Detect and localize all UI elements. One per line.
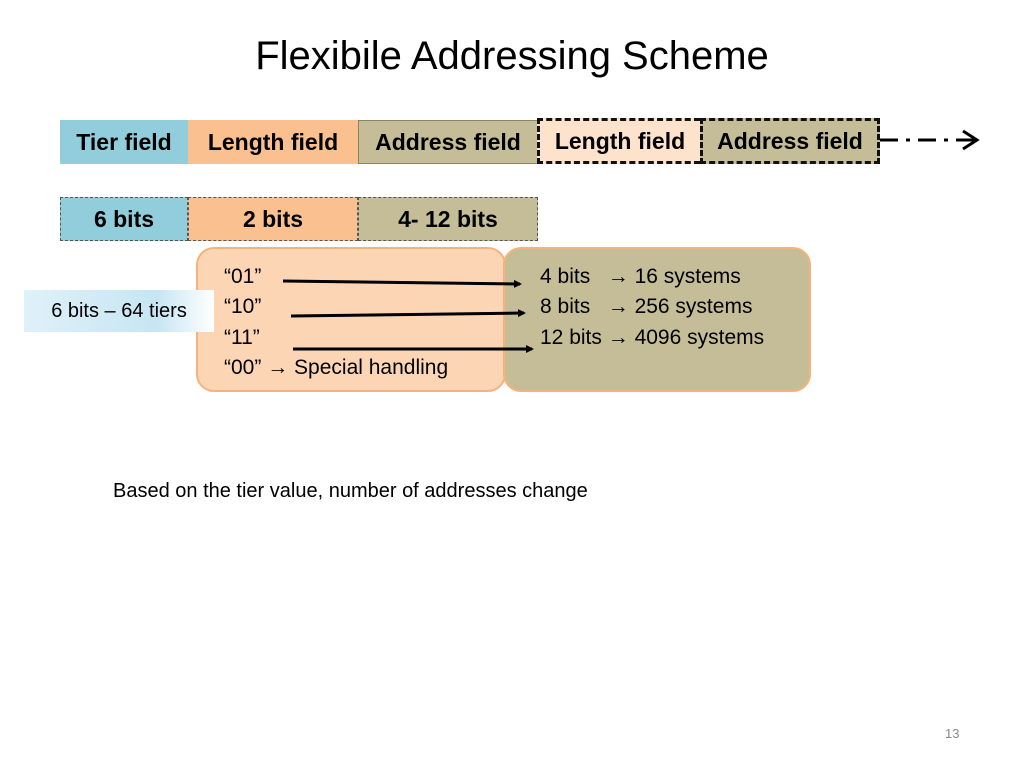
address-size-row-8: 8 bits → 256 systems [540,295,752,319]
tier-callout: 6 bits – 64 tiers [24,290,214,332]
address-size-bits: 8 bits [540,295,591,318]
right-arrow-icon: → [607,326,635,349]
address-bits-box: 4- 12 bits [358,197,538,241]
tier-bits-box: 6 bits [60,197,188,241]
extension-arrow-head [962,129,980,151]
right-arrow-icon: → [596,295,635,318]
address-field-box: Address field [358,120,538,164]
arrow-10-to-8bits [290,309,526,318]
address-size-row-4: 4 bits → 16 systems [540,265,741,289]
tier-field-box: Tier field [60,120,188,164]
arrow-01-to-4bits [282,279,522,288]
length-code-01: “01” [224,265,262,288]
length-code-10: “10” [224,295,262,318]
address-size-bits: 4 bits [540,265,591,288]
slide-number: 13 [945,726,960,741]
length-code-11: “11” [224,326,260,349]
extra-address-field-box: Address field [700,118,880,164]
tier-callout-text: 6 bits – 64 tiers [51,299,187,322]
length-code-00-row: “00” → Special handling [224,356,448,380]
length-codes-panel [196,247,506,392]
special-handling-label: Special handling [294,356,449,379]
slide-title: Flexibile Addressing Scheme [255,34,769,78]
footnote-text: Based on the tier value, number of addre… [113,480,588,502]
address-size-bits: 12 bits [540,326,602,349]
length-code-00: “00” [224,356,262,379]
right-arrow-icon: → [596,265,635,288]
address-size-row-12: 12 bits → 4096 systems [540,326,764,350]
extra-length-field-box: Length field [537,118,700,164]
length-field-box: Length field [188,120,358,164]
address-size-systems: 4096 systems [634,326,765,349]
address-size-systems: 256 systems [634,295,753,318]
address-size-systems: 16 systems [634,265,741,288]
address-sizes-panel [503,247,811,392]
right-arrow-icon: → [267,356,295,379]
length-bits-box: 2 bits [188,197,358,241]
